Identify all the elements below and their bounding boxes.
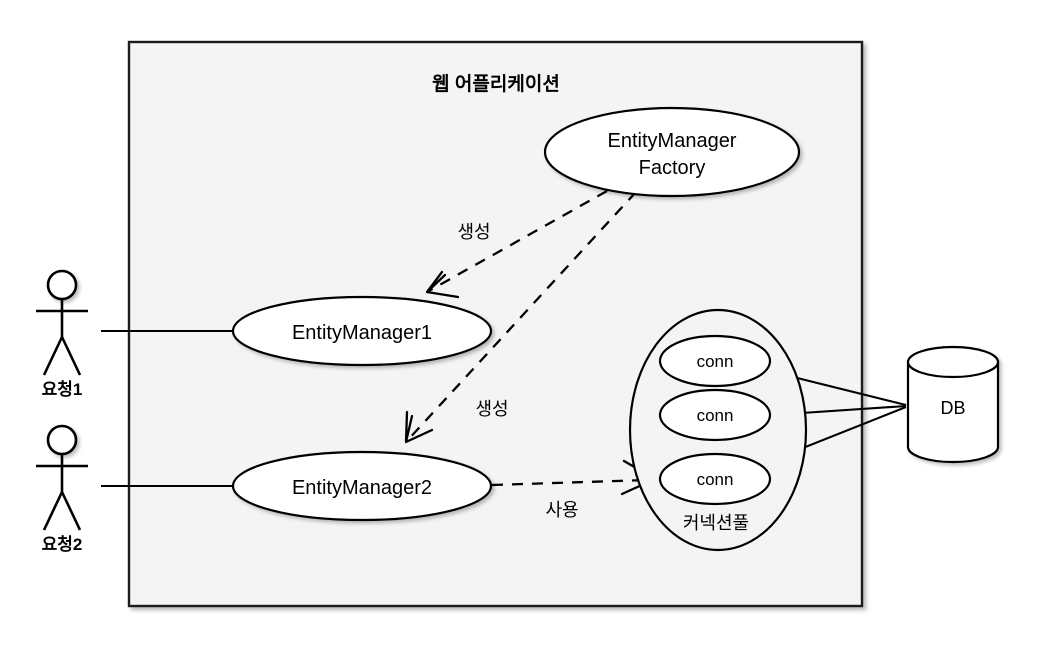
node-entitymanager-1[interactable]: EntityManager1 (231, 295, 493, 367)
node-entitymanager-factory[interactable]: EntityManager Factory (543, 106, 801, 198)
edge-factory-creates-entitymanager2: 생성 (404, 191, 637, 444)
actor-legs-icon (42, 336, 82, 376)
edge-factory-creates-entitymanager1: 생성 (425, 189, 608, 299)
conn-shape (658, 452, 772, 506)
node-conn-2[interactable]: conn (658, 388, 772, 442)
edge-line (491, 478, 649, 487)
actor-label-1: 요청1 (42, 379, 83, 399)
node-database[interactable]: DB (906, 345, 1000, 464)
node-conn-3[interactable]: conn (658, 452, 772, 506)
arrowhead-open-icon (425, 270, 460, 299)
conn-shape (658, 334, 772, 388)
node-label: EntityManager1 (292, 322, 432, 344)
node-shape (231, 450, 493, 522)
arrowhead-open-icon (404, 410, 434, 444)
node-label-line1: EntityManager (608, 130, 737, 152)
node-connection-pool[interactable]: 커넥션풀 conn conn conn (628, 308, 808, 552)
node-conn-1[interactable]: conn (658, 334, 772, 388)
node-entitymanager-2[interactable]: EntityManager2 (231, 450, 493, 522)
db-label: DB (940, 398, 965, 418)
conn-shape (658, 388, 772, 442)
pool-label: 커넥션풀 (683, 513, 749, 533)
edge-label-create-2: 생성 (475, 399, 508, 419)
actor-head-icon (46, 424, 78, 456)
node-label-line2: Factory (639, 157, 706, 179)
node-shape (543, 106, 801, 198)
node-shape (231, 295, 493, 367)
edge-line (405, 191, 637, 443)
actor-legs-icon (42, 491, 82, 531)
db-cylinder-top-icon (906, 345, 1000, 379)
actor-head-icon (46, 269, 78, 301)
actor-request-2[interactable]: 요청2 (36, 424, 88, 554)
edge-label-use: 사용 (545, 500, 578, 520)
db-cylinder-body-icon (906, 360, 1000, 464)
conn-label: conn (697, 352, 734, 371)
actor-request-1[interactable]: 요청1 (36, 269, 88, 399)
conn-label: conn (697, 470, 734, 489)
container-title: 웹 어플리케이션 (432, 73, 560, 95)
edge-label-create-1: 생성 (457, 222, 490, 242)
edge-line (426, 189, 608, 294)
conn-label: conn (697, 406, 734, 425)
node-label: EntityManager2 (292, 477, 432, 499)
actor-label-2: 요청2 (42, 534, 83, 554)
